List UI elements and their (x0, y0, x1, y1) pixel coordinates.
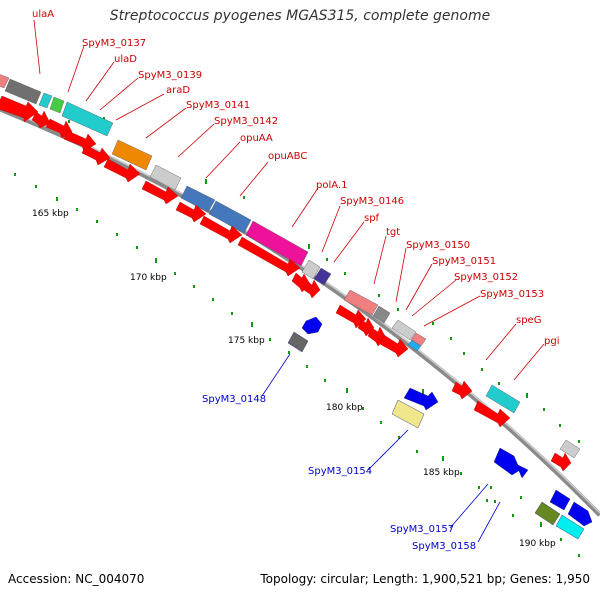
gene-label-SpyM3_0137: SpyM3_0137 (82, 38, 146, 49)
gene-label-opuABC: opuABC (268, 151, 307, 162)
gene-label-SpyM3_0152: SpyM3_0152 (454, 272, 518, 283)
gene-label-SpyM3_0139: SpyM3_0139 (138, 70, 202, 81)
gene-label-ulaD: ulaD (114, 54, 137, 65)
gene-label-ulaA: ulaA (32, 9, 54, 20)
gene-label-SpyM3_0158: SpyM3_0158 (412, 541, 476, 552)
gene-label-tgt: tgt (386, 227, 400, 238)
gene-label-SpyM3_0157: SpyM3_0157 (390, 524, 454, 535)
gene-label-SpyM3_0150: SpyM3_0150 (406, 240, 470, 251)
tick-label-170: 170 kbp (130, 273, 167, 283)
gene-label-SpyM3_0141: SpyM3_0141 (186, 100, 250, 111)
gene-label-speG: speG (516, 315, 541, 326)
gene-label-SpyM3_0148: SpyM3_0148 (202, 394, 266, 405)
gene-label-SpyM3_0154: SpyM3_0154 (308, 466, 372, 477)
forward-gene-arrows[interactable] (0, 95, 572, 472)
page-title: Streptococcus pyogenes MGAS315, complete… (109, 8, 491, 24)
tick-dots (14, 117, 580, 557)
genome-backbone-highlight (0, 106, 600, 514)
tick-label-165: 165 kbp (32, 209, 69, 219)
tick-label-185: 185 kbp (423, 468, 460, 478)
gene-label-araD: araD (166, 85, 190, 96)
reverse-gene-arrows[interactable] (287, 316, 593, 540)
gene-label-SpyM3_0153: SpyM3_0153 (480, 289, 544, 300)
tick-label-180: 180 kbp (326, 403, 363, 413)
gene-label-SpyM3_0151: SpyM3_0151 (432, 256, 496, 267)
gene-label-SpyM3_0142: SpyM3_0142 (214, 116, 278, 127)
gene-label-opuAA: opuAA (240, 133, 273, 144)
gene-label-pgi: pgi (544, 336, 559, 347)
reverse-leader-lines (261, 353, 501, 543)
gene-label-SpyM3_0146: SpyM3_0146 (340, 196, 404, 207)
genome-summary: Topology: circular; Length: 1,900,521 bp… (260, 572, 590, 586)
tick-label-190: 190 kbp (519, 539, 556, 549)
forward-gene-boxes[interactable] (0, 73, 581, 459)
gene-label-polA-1: polA.1 (316, 180, 347, 191)
accession-text: Accession: NC_004070 (8, 572, 145, 586)
gene-label-spf: spf (364, 213, 380, 224)
tick-label-175: 175 kbp (228, 336, 265, 346)
forward-leader-lines (33, 19, 545, 381)
